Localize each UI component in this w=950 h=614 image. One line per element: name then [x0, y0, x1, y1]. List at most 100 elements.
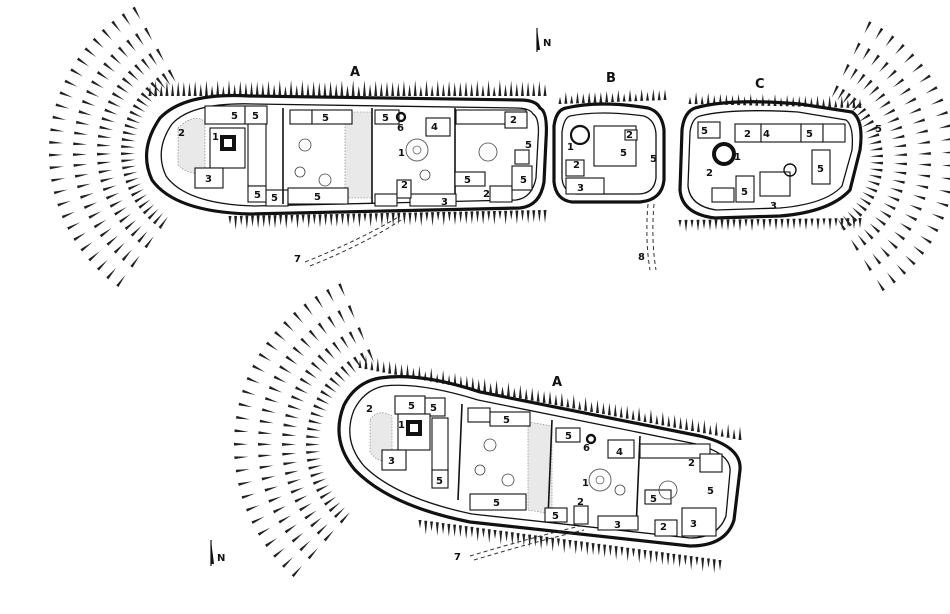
hachure-mark	[292, 346, 305, 357]
hachure-mark	[634, 93, 638, 102]
road-label-8: 8	[638, 252, 645, 263]
hachure-mark	[120, 152, 136, 156]
hachure-mark	[386, 213, 389, 224]
hachure-mark	[475, 80, 479, 96]
cross-wall	[457, 403, 463, 501]
hachure-mark	[121, 77, 134, 88]
hachure-mark	[100, 177, 115, 183]
hachure-mark	[912, 118, 926, 124]
hachure-mark	[233, 84, 237, 96]
hachure-mark	[134, 194, 148, 203]
hachure-mark	[558, 96, 562, 104]
hachure-mark	[417, 365, 421, 380]
hachure-mark	[714, 421, 718, 436]
hachure-mark	[605, 90, 609, 103]
hachure-mark	[505, 531, 509, 542]
label: 5	[552, 511, 559, 522]
hachure-mark	[113, 242, 125, 254]
label: 5	[707, 486, 714, 497]
hachure-mark	[869, 223, 881, 233]
hachure-mark	[861, 119, 874, 128]
hachure-mark	[786, 218, 790, 230]
label: 4	[763, 129, 770, 140]
hachure-mark	[908, 107, 922, 115]
tree-symbol	[318, 173, 332, 187]
hachure-mark	[834, 218, 838, 227]
hachure-mark	[228, 216, 232, 225]
hachure-mark	[846, 97, 857, 108]
hachure-mark	[738, 219, 742, 232]
moat-hachures	[49, 6, 950, 578]
label: 5	[525, 140, 532, 151]
hachure-mark	[385, 81, 389, 96]
well	[405, 138, 429, 162]
hachure-mark	[279, 365, 292, 374]
hachure-mark	[348, 331, 357, 345]
label: 2	[744, 129, 751, 140]
hachure-mark	[714, 219, 718, 231]
hachure-mark	[637, 406, 641, 421]
hachure-mark	[148, 53, 158, 66]
hachure-mark	[651, 89, 655, 101]
hachure-mark	[931, 213, 945, 220]
hachure-mark	[684, 219, 688, 232]
hachure-mark	[834, 100, 838, 108]
hachure-mark	[238, 481, 253, 486]
hachure-mark	[837, 218, 847, 231]
room	[374, 193, 398, 207]
hachure-mark	[246, 376, 261, 384]
hachure-mark	[329, 81, 333, 96]
hachure-mark	[67, 222, 81, 230]
hachure-mark	[121, 13, 131, 26]
hachure-mark	[117, 46, 129, 58]
hachure-mark	[852, 96, 856, 108]
hachure-mark	[869, 168, 883, 172]
hachure-mark	[855, 107, 867, 117]
hachure-mark	[104, 108, 118, 115]
hachure-mark	[441, 523, 445, 535]
hachure-mark	[241, 493, 256, 499]
hachure-mark	[683, 555, 687, 566]
room	[247, 185, 267, 203]
hachure-mark	[566, 397, 570, 408]
hachure-mark	[122, 130, 137, 136]
hachure-mark	[282, 452, 297, 456]
room	[469, 493, 527, 511]
hachure-mark	[637, 549, 641, 564]
hachure-mark	[316, 484, 330, 493]
hachure-mark	[487, 80, 491, 96]
hachure-mark	[866, 180, 880, 186]
hachure-mark	[545, 536, 549, 547]
hachure-mark	[61, 211, 76, 219]
part-c-outer-wall	[678, 100, 863, 220]
room	[544, 507, 568, 523]
hachure-mark	[335, 213, 339, 227]
well	[588, 468, 612, 492]
hachure-mark	[391, 81, 395, 96]
hachure-mark	[862, 48, 871, 60]
hachure-mark	[878, 61, 889, 73]
hachure-mark	[351, 80, 355, 96]
label: 5	[565, 431, 572, 442]
room	[555, 427, 581, 443]
hachure-mark	[55, 103, 70, 109]
hachure-mark	[738, 426, 742, 440]
section-label-b: B	[606, 71, 616, 86]
hachure-mark	[145, 86, 157, 98]
hachure-mark	[640, 89, 644, 101]
hachure-mark	[273, 375, 287, 383]
hachure-mark	[481, 84, 485, 96]
hachure-mark	[909, 204, 922, 211]
hachure-mark	[101, 117, 116, 123]
hachure-mark	[396, 82, 400, 96]
hachure-mark	[346, 213, 350, 228]
hachure-mark	[268, 496, 282, 503]
hachure-mark	[188, 82, 191, 96]
hachure-mark	[258, 352, 272, 362]
hachure-mark	[284, 470, 299, 476]
label: 5	[701, 126, 708, 137]
hachure-mark	[204, 80, 208, 96]
hachure-mark	[369, 213, 373, 228]
hachure-mark	[614, 546, 618, 560]
road-7	[304, 215, 401, 263]
